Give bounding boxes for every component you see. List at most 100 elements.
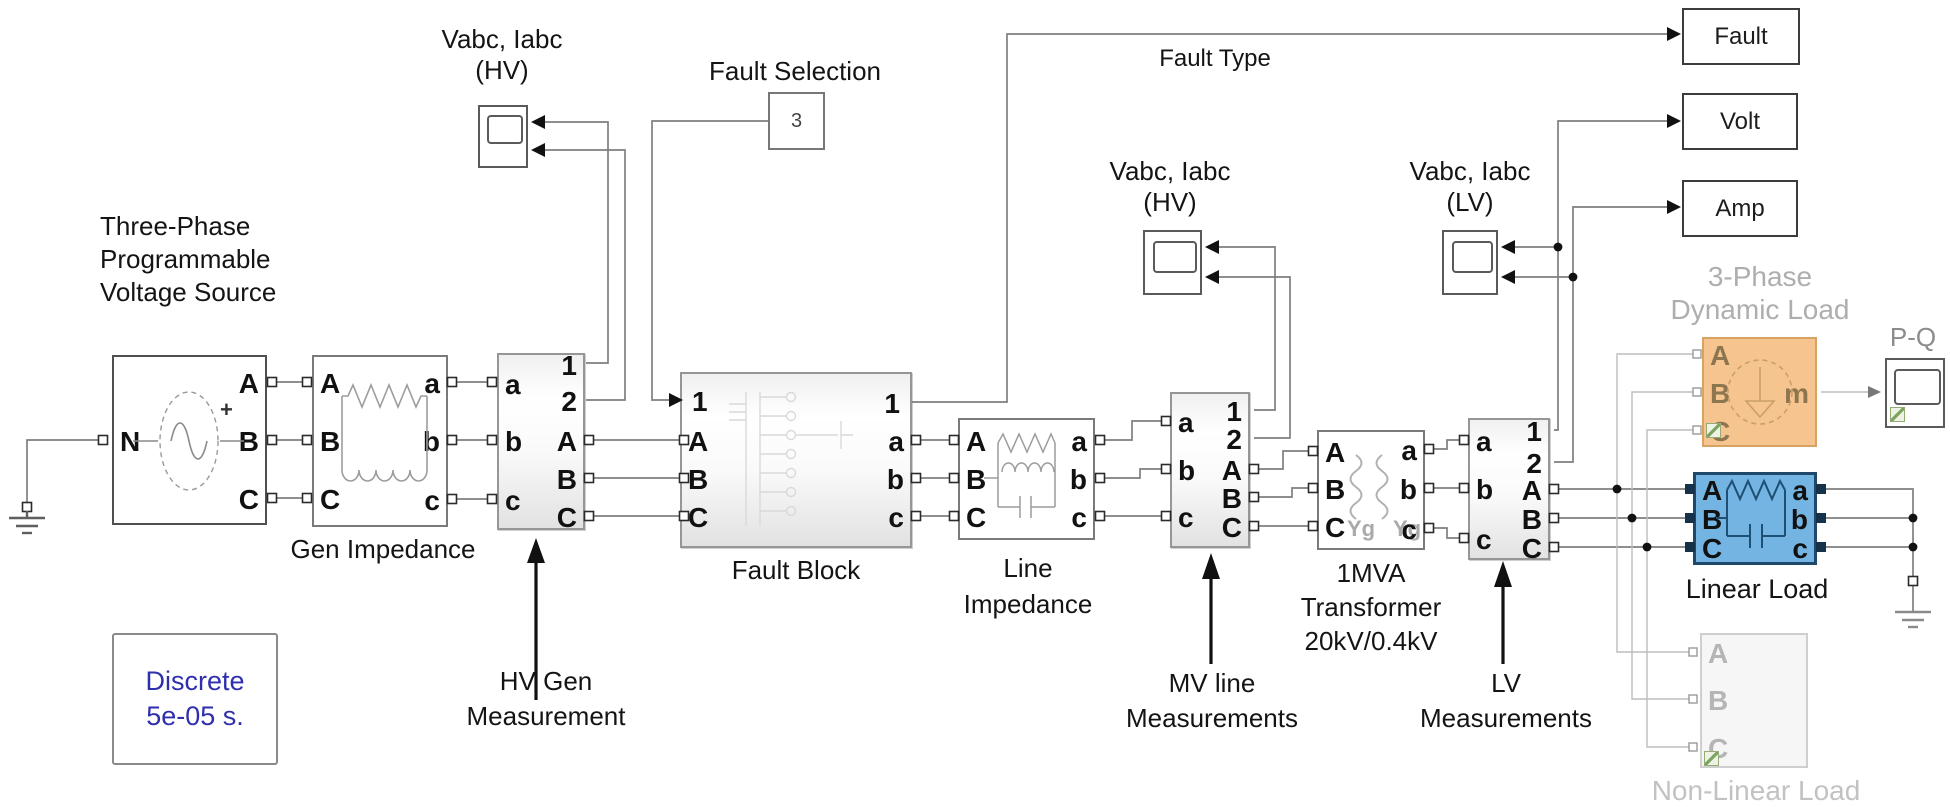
label-line: Three-Phase [100, 211, 251, 241]
port-label-m: m [1784, 378, 1809, 409]
port-label: c [1792, 533, 1808, 564]
label-line: Measurements [1126, 703, 1298, 733]
block-mv-scope[interactable] [1143, 230, 1202, 295]
port-label: A [966, 426, 987, 457]
port-label: A [1708, 638, 1729, 669]
port-label: B [1521, 504, 1542, 535]
port-label: a [1476, 426, 1492, 457]
block-pq-scope[interactable] [1885, 358, 1945, 428]
port-label: 1 [884, 388, 900, 419]
label-line: Fault Type [1159, 45, 1271, 72]
port-label: A [688, 426, 709, 457]
block-discrete-solver[interactable]: Discrete 5e-05 s. [112, 633, 278, 765]
port-label: B [556, 464, 577, 495]
block-amp-display[interactable]: Amp [1682, 180, 1798, 237]
label-line: Dynamic Load [1670, 294, 1850, 325]
port-label: b [1476, 474, 1494, 505]
label-pq-scope: P-Q [1875, 320, 1950, 354]
ground-symbol [1895, 610, 1931, 629]
port-label: c [888, 502, 904, 533]
port-label: a [1178, 407, 1194, 438]
block-voltage-source[interactable]: N A B C + [112, 355, 267, 525]
block-lv-measurements[interactable]: a b c 1 2 A B C [1468, 418, 1550, 563]
label-line: P-Q [1889, 322, 1937, 352]
port-label: C [1702, 533, 1723, 564]
label-line: (HV) [475, 55, 529, 85]
block-non-linear-load[interactable]: A B C [1700, 633, 1808, 768]
sample-time-badge-icon [1890, 407, 1905, 422]
port-label: b [505, 426, 523, 457]
label-non-linear-load: Non-Linear Load [1618, 774, 1894, 807]
port-label: A [556, 426, 577, 457]
port-label-n: N [120, 426, 141, 457]
block-volt-display[interactable]: Volt [1682, 93, 1798, 150]
label-mv-line-measurements: MV line Measurements [1104, 666, 1320, 736]
label-line: Transformer [1300, 592, 1442, 622]
port-label: 1 [561, 350, 577, 381]
port-label-c: C [238, 484, 259, 515]
port-label: a [424, 368, 440, 399]
port-label: B [1710, 378, 1731, 409]
ground-symbol [9, 511, 45, 535]
port-label: a [1401, 435, 1417, 466]
port-label: c [1476, 524, 1492, 555]
label-line: 20kV/0.4kV [1304, 626, 1438, 656]
block-line-impedance[interactable]: A B C a b c [958, 418, 1095, 540]
label-line: Voltage Source [100, 277, 277, 307]
label-line: Fault Selection [709, 56, 881, 86]
port-label: 2 [1526, 448, 1542, 479]
label-line: Vabc, Iabc [1409, 156, 1531, 186]
port-label: b [1069, 464, 1087, 495]
block-linear-load[interactable]: A B C a b c [1693, 472, 1817, 565]
block-fault-display[interactable]: Fault [1682, 8, 1800, 65]
port-label: 1 [1226, 396, 1242, 427]
discrete-line2: 5e-05 s. [146, 701, 244, 731]
label-line: Linear Load [1685, 574, 1829, 604]
port-label: C [1221, 512, 1242, 543]
port-label: B [1708, 685, 1729, 716]
label-line: 1MVA [1336, 558, 1406, 588]
port-label: B [320, 426, 341, 457]
port-label: c [505, 485, 521, 516]
block-hv-gen-measurement[interactable]: a b c 1 2 A B C [497, 350, 585, 533]
port-label-b: B [238, 426, 259, 457]
label-line: Line [1003, 553, 1053, 583]
block-hv-scope[interactable] [478, 105, 528, 168]
block-fault[interactable]: 1 A B C 1 a b c [680, 372, 912, 548]
label-line: MV line [1168, 668, 1256, 698]
block-lv-scope[interactable] [1442, 230, 1498, 295]
label-lv-scope: Vabc, Iabc (LV) [1382, 156, 1558, 218]
port-label: c [424, 485, 440, 516]
constant-value: 3 [790, 109, 803, 132]
port-label: A [1710, 340, 1731, 371]
display-label: Volt [1719, 107, 1761, 135]
port-label: C [320, 484, 341, 515]
label-transformer: 1MVA Transformer 20kV/0.4kV [1271, 556, 1471, 658]
label-line: (HV) [1143, 187, 1197, 217]
port-label: C [556, 502, 577, 533]
label-fault-type: Fault Type [1140, 42, 1290, 76]
port-label: B [1325, 474, 1346, 505]
block-mv-line-measurements[interactable]: a b c 1 2 A B C [1170, 392, 1250, 548]
port-label: C [1325, 512, 1346, 543]
port-label: A [1221, 455, 1242, 486]
discrete-line1: Discrete [145, 666, 245, 696]
port-label: A [1702, 475, 1723, 506]
block-dynamic-load[interactable]: A B C m [1702, 337, 1817, 447]
port-label: c [1071, 502, 1087, 533]
block-gen-impedance[interactable]: A B C a b c [312, 355, 448, 527]
label-line: Measurements [1420, 703, 1592, 733]
label-line: Impedance [963, 589, 1093, 619]
port-label: b [1178, 455, 1196, 486]
sample-time-badge-icon [1704, 751, 1719, 766]
port-label: B [688, 464, 709, 495]
block-fault-selection[interactable]: 3 [768, 92, 825, 150]
port-label: B [966, 464, 987, 495]
label-mv-scope: Vabc, Iabc (HV) [1082, 156, 1258, 218]
label-fault-block: Fault Block [696, 553, 896, 587]
block-transformer[interactable]: Yg Yg A B C a b c [1317, 430, 1425, 550]
port-label: b [886, 464, 904, 495]
port-label: a [888, 426, 904, 457]
winding-config-label: Yg [1393, 516, 1422, 541]
